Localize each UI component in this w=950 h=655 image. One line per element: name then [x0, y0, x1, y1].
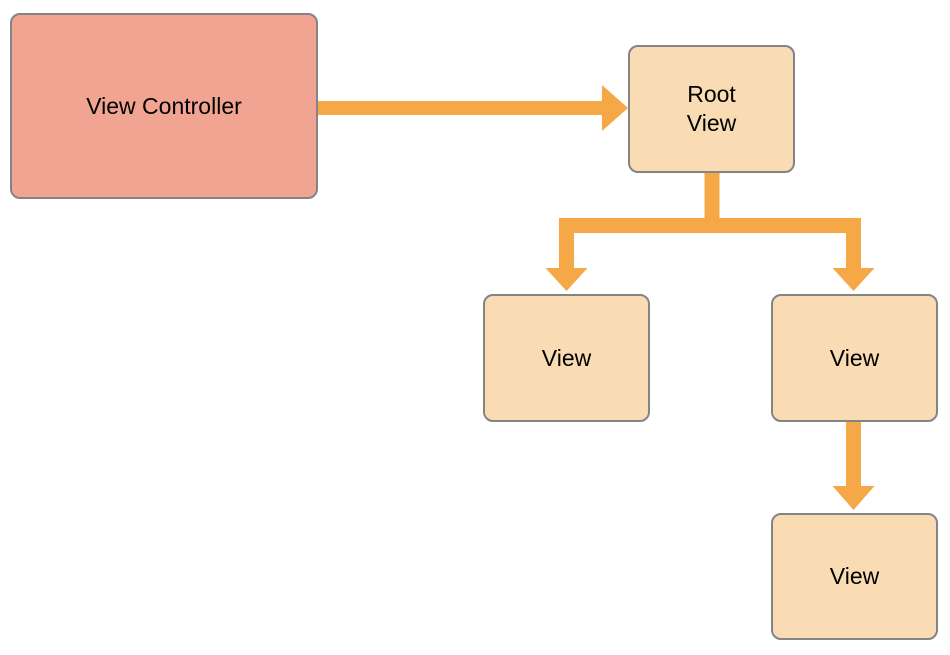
node-root-view-label: Root View	[686, 81, 737, 136]
node-view-left: View	[483, 294, 650, 422]
node-view-controller: View Controller	[10, 13, 318, 199]
node-view-right-label: View	[829, 344, 880, 371]
node-view-bottom: View	[771, 513, 938, 640]
arrow-view-to-subview	[832, 422, 875, 510]
node-view-right: View	[771, 294, 938, 422]
arrow-controller-to-root-view	[318, 85, 628, 131]
connector-root-view-to-subviews	[545, 173, 875, 291]
node-root-view: Root View	[628, 45, 795, 173]
node-view-left-label: View	[541, 344, 592, 371]
node-view-bottom-label: View	[829, 563, 880, 589]
node-view-controller-label: View Controller	[86, 92, 242, 119]
